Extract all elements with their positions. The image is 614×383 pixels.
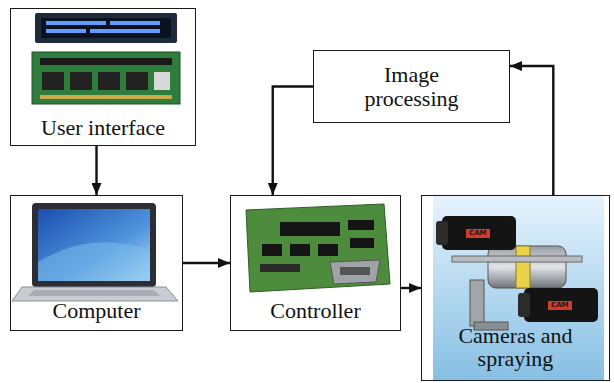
device-box: Computer <box>10 195 183 331</box>
box-label: Image processing <box>349 63 474 109</box>
process-box: Image processing <box>313 50 510 123</box>
camera-tag: CAM <box>548 301 572 310</box>
box-label: Computer <box>53 299 141 322</box>
device-box: Controller <box>230 195 401 331</box>
flow-arrow <box>273 87 313 196</box>
interface-board <box>32 52 180 104</box>
laptop-picture <box>12 203 178 301</box>
camera-two <box>518 288 598 322</box>
flow-arrow <box>510 66 553 195</box>
input-box: User interface <box>10 8 196 146</box>
flow-arrow <box>183 262 230 264</box>
flow-arrow <box>95 146 97 195</box>
lcd-module <box>35 13 177 43</box>
box-label: User interface <box>41 116 165 139</box>
camera-tag: CAM <box>466 229 490 238</box>
box-label: Cameras and spraying <box>422 324 609 370</box>
device-box: Cameras and spraying <box>421 195 610 381</box>
controller-board <box>246 204 390 292</box>
camera-one <box>436 216 516 250</box>
flow-arrow <box>401 287 421 289</box>
box-label: Controller <box>270 299 360 322</box>
